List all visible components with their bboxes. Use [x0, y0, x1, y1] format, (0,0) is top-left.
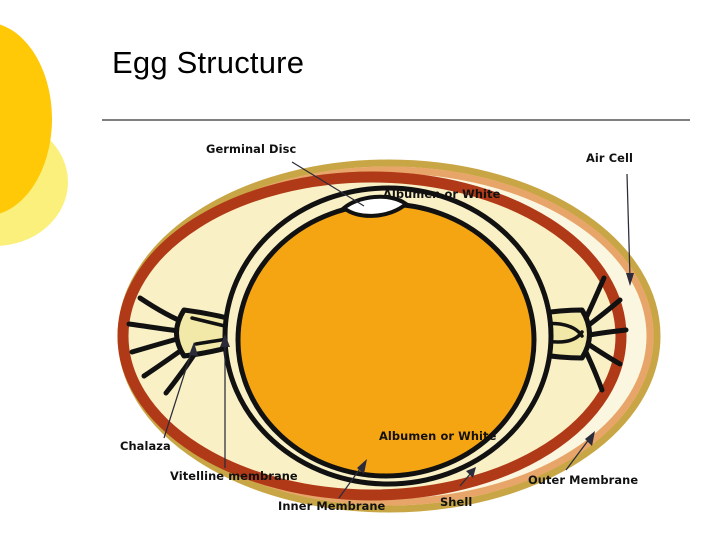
label-albumen-top: Albumen or White: [383, 187, 501, 201]
label-text-chalaza: Chalaza: [120, 439, 171, 453]
label-shell: Shell: [440, 467, 476, 509]
leader-germinal-disc: [291, 161, 365, 207]
label-germinal-disc: Germinal Disc: [206, 142, 365, 207]
label-text-outer-membrane: Outer Membrane: [528, 473, 638, 487]
arrowhead-shell: [466, 467, 476, 478]
leader-chalaza: [163, 349, 193, 439]
label-inner-membrane: Inner Membrane: [278, 459, 386, 513]
arrowhead-air-cell: [626, 273, 634, 286]
arrowhead-vitelline-membrane: [220, 334, 230, 347]
label-vitelline-membrane: Vitelline membrane: [170, 334, 298, 483]
page-title: Egg Structure: [112, 45, 305, 80]
label-text-air-cell: Air Cell: [586, 151, 633, 165]
label-outer-membrane: Outer Membrane: [528, 431, 638, 487]
label-text-vitelline-membrane: Vitelline membrane: [170, 469, 298, 483]
egg-structure-diagram: Germinal Disc Air Cell Albumen or White …: [96, 128, 716, 540]
leader-inner-membrane: [338, 465, 363, 499]
label-text-germinal-disc: Germinal Disc: [206, 142, 296, 156]
label-text-albumen-top: Albumen or White: [383, 187, 501, 201]
label-albumen-bottom: Albumen or White: [379, 429, 497, 443]
label-air-cell: Air Cell: [586, 151, 634, 286]
arrowhead-chalaza: [189, 342, 198, 356]
germinal-disc: [340, 194, 410, 218]
label-chalaza: Chalaza: [120, 342, 198, 453]
leader-shell: [459, 472, 472, 487]
label-text-albumen-bottom: Albumen or White: [379, 429, 497, 443]
label-text-inner-membrane: Inner Membrane: [278, 499, 386, 513]
arrowhead-inner-membrane: [357, 459, 367, 474]
arrowhead-outer-membrane: [585, 431, 595, 446]
label-text-shell: Shell: [440, 495, 472, 509]
leader-air-cell: [626, 173, 631, 279]
title-divider: [102, 119, 690, 121]
leader-outer-membrane: [565, 437, 591, 471]
